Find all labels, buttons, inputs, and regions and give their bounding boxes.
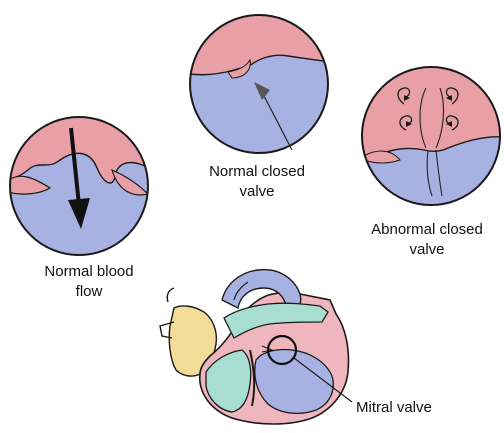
normal-blood-flow-caption: Normal blood flow xyxy=(14,262,164,302)
caption-line: valve xyxy=(350,240,504,260)
vessel-outline xyxy=(167,288,174,302)
caption-line: Normal closed xyxy=(182,162,332,182)
mitral-valve-caption: Mitral valve xyxy=(356,398,476,418)
normal-closed-valve-caption: Normal closed valve xyxy=(182,162,332,202)
caption-line: Abnormal closed xyxy=(350,220,504,240)
heart-illustration xyxy=(160,270,352,424)
normal-blood-flow-circle xyxy=(0,100,160,280)
abnormal-closed-valve-caption: Abnormal closed valve xyxy=(350,220,504,260)
normal-closed-valve-circle xyxy=(180,10,340,170)
caption-line: flow xyxy=(14,282,164,302)
caption-line: valve xyxy=(182,182,332,202)
abnormal-closed-valve-circle xyxy=(350,60,504,220)
caption-line: Normal blood xyxy=(14,262,164,282)
